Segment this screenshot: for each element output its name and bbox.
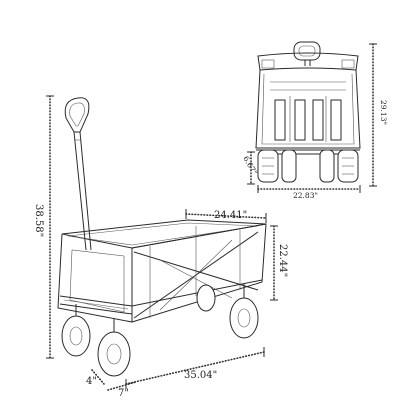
total-length-dimension: 35.04": [125, 347, 265, 389]
front-height-dimension: 29.13": [369, 43, 388, 187]
front-height-label: 29.13": [379, 100, 388, 125]
handle-height-label: 38.58": [33, 204, 44, 237]
wheel-depth-label: 4": [86, 376, 97, 387]
front-view-wagon: [255, 41, 361, 183]
front-width-label: 22.83": [293, 191, 318, 200]
basket-height-dimension: 22.44": [270, 225, 288, 301]
front-wheel-dimension: 6.67": [241, 151, 259, 185]
top-width-label: 24.41": [214, 210, 247, 221]
basket-height-label: 22.44": [277, 244, 288, 277]
front-width-dimension: 22.83": [257, 185, 361, 200]
wheel-depth-dimension: 4": [86, 369, 105, 387]
wheel-width-dimension: 7": [107, 381, 137, 399]
top-width-dimension: 24.41": [185, 209, 267, 223]
wheel-width-label: 7": [118, 388, 129, 399]
total-length-label: 35.04": [184, 370, 217, 381]
handle-height-dimension: 38.58": [33, 95, 54, 359]
front-wheel-label: 6.67": [241, 155, 259, 177]
side-view-wagon: [57, 97, 267, 377]
